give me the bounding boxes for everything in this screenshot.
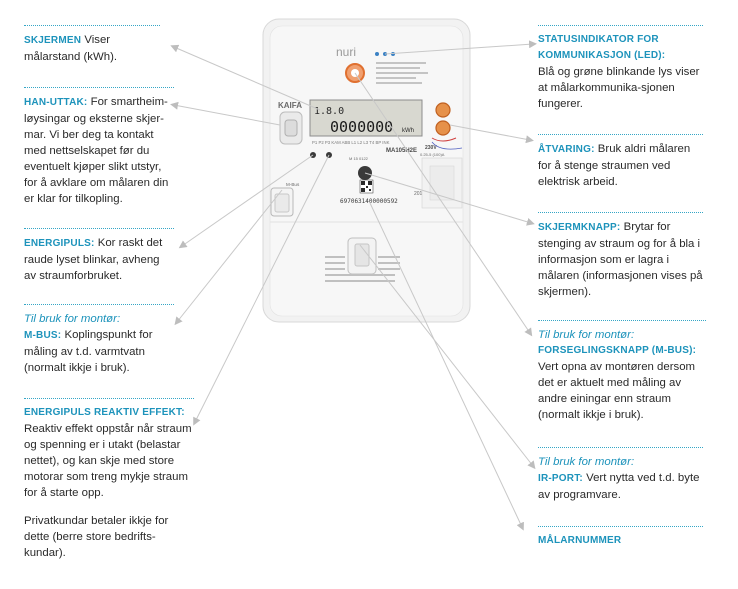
annotation-energipuls: ENERGIPULS: Kor raskt det raude lyset bl… <box>24 228 174 284</box>
annotation-note: Til bruk for montør: <box>538 456 635 468</box>
warning-knob-bottom <box>435 120 451 136</box>
warning-knob-top <box>435 102 451 118</box>
annotation-malarnummer: MÅLARNUMMER <box>538 526 703 549</box>
annotation-extra: Privatkundar betaler ikkje for dette (be… <box>24 515 169 559</box>
annotation-title: FORSEGLINGSKNAPP (M-BUS): <box>538 345 697 356</box>
annotation-title: HAN-UTTAK: <box>24 97 88 108</box>
annotation-text: For smartheim-løysingar og eksterne skje… <box>24 96 169 205</box>
annotation-title: SKJERMKNAPP: <box>538 222 621 233</box>
status-led-blue <box>375 52 379 56</box>
lcd-unit: kWh <box>402 128 414 134</box>
current-label: 0.25-5 (100)A <box>420 152 445 157</box>
indicator-labels: P1 P2 P3 KAM ABB L1 L2 L3 T4 BP INK <box>312 140 390 145</box>
annotation-title: M-BUS: <box>24 330 62 341</box>
separator <box>24 87 174 88</box>
annotation-text: Brytar for stenging av straum og for å b… <box>538 221 703 298</box>
annotation-irport: Til bruk for montør: IR-PORT: Vert nytta… <box>538 447 703 503</box>
separator <box>538 320 706 321</box>
separator <box>24 25 160 26</box>
leader-lines <box>170 40 537 531</box>
separator <box>538 25 703 26</box>
annotation-title: STATUSINDIKATOR FOR KOMMUNIKASJON (LED): <box>538 34 666 61</box>
annotation-text: Reaktiv effekt oppstår når straum og spe… <box>24 423 192 499</box>
kaifa-logo: KAIFA <box>278 101 302 110</box>
annotation-text: Blå og grøne blinkande lys viser at måla… <box>538 66 700 110</box>
mbus-label: M-Bus <box>286 182 300 187</box>
annotation-skjermknapp: SKJERMKNAPP: Brytar for stenging av stra… <box>538 212 703 300</box>
annotation-text: Kor raskt det raude lyset blinkar, avhen… <box>24 237 163 282</box>
meter-serial-number: 6970631400000592 <box>340 198 398 205</box>
separator <box>24 398 194 399</box>
annotation-title: ENERGIPULS REAKTIV EFFEKT: <box>24 407 185 418</box>
voltage-label: 230V <box>425 145 437 151</box>
separator <box>538 212 703 213</box>
annotation-text: Bruk aldri målaren for å stenge straumen… <box>538 143 691 188</box>
lcd-obis-code: 1.8.0 <box>314 106 344 117</box>
cert-label: M 15 0122 <box>349 156 369 161</box>
lcd-reading: 0000000 <box>330 118 393 136</box>
annotation-title: ÅTVARING: <box>538 144 595 155</box>
annotation-text: Koplingspunkt for måling av t.d. varmtva… <box>24 329 153 374</box>
annotation-text: Viser målarstand (kWh). <box>24 34 118 63</box>
separator <box>24 228 174 229</box>
annotation-note: Til bruk for montør: <box>538 329 635 341</box>
qr-code <box>359 179 374 194</box>
separator <box>538 526 703 527</box>
nuri-logo: nuri <box>336 45 356 59</box>
annotation-reaktiv: ENERGIPULS REAKTIV EFFEKT: Reaktiv effek… <box>24 398 194 561</box>
annotation-title: SKJERMEN <box>24 35 82 46</box>
annotation-note: Til bruk for montør: <box>24 313 121 325</box>
separator <box>24 304 174 305</box>
separator <box>538 134 703 135</box>
lcd-display <box>309 99 423 137</box>
annotation-status-led: STATUSINDIKATOR FOR KOMMUNIKASJON (LED):… <box>538 25 703 112</box>
annotation-atvaring: ÅTVARING: Bruk aldri målaren for å steng… <box>538 134 703 190</box>
annotation-skjermen: SKJERMEN Viser målarstand (kWh). <box>24 25 160 65</box>
annotation-text: Vert opna av montøren dersom det er aktu… <box>538 361 696 421</box>
annotation-forsegling: Til bruk for montør: FORSEGLINGSKNAPP (M… <box>538 320 706 423</box>
annotation-text: Vert nytta ved t.d. byte av programvare. <box>538 472 700 501</box>
year-label: 2016 <box>414 191 425 197</box>
annotation-title: IR-PORT: <box>538 473 583 484</box>
model-label: MA105H2E <box>386 148 417 154</box>
separator <box>538 447 703 448</box>
annotation-han: HAN-UTTAK: For smartheim-løysingar og ek… <box>24 87 174 207</box>
annotation-title: MÅLARNUMMER <box>538 535 622 546</box>
annotation-mbus: Til bruk for montør: M-BUS: Koplingspunk… <box>24 304 174 376</box>
annotation-title: ENERGIPULS: <box>24 238 95 249</box>
